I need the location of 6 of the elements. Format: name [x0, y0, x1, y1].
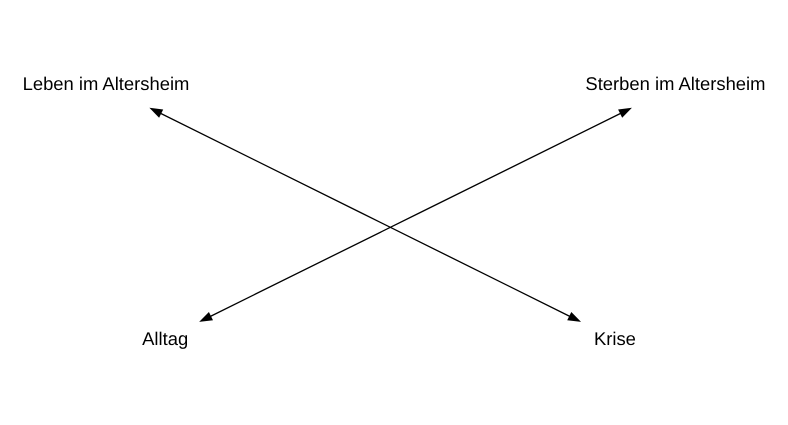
node-text: Leben im Altersheim	[22, 72, 190, 94]
node-text: Sterben im Altersheim	[585, 72, 766, 94]
arrow	[149, 108, 582, 322]
node-text: Krise	[594, 328, 636, 349]
node-text: Alltag	[142, 328, 188, 349]
arrow	[199, 108, 632, 322]
